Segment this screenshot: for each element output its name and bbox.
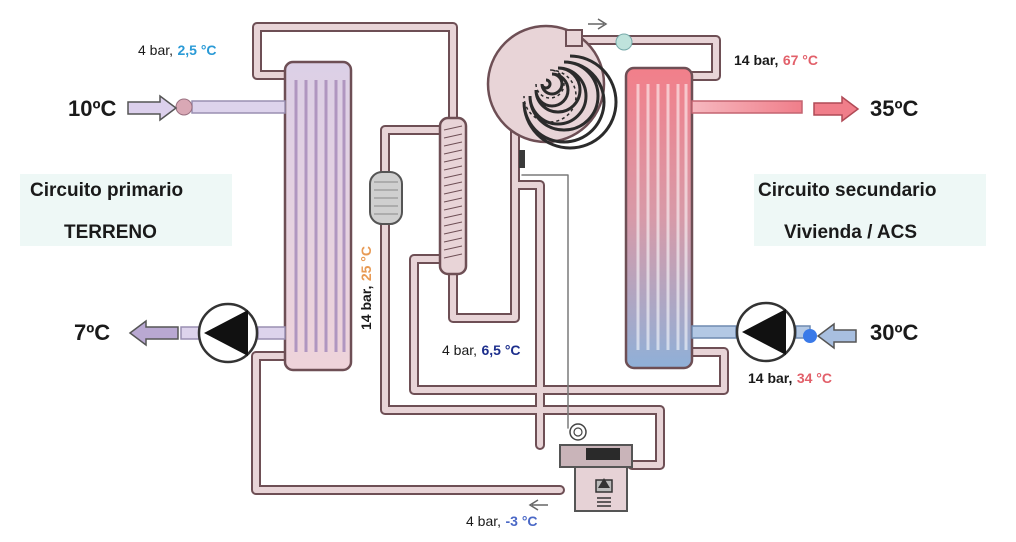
filter-drier bbox=[369, 171, 403, 225]
state-evap-out: 4 bar, 2,5 °C bbox=[138, 42, 217, 60]
secondary-outlet-temp: 35ºC bbox=[870, 96, 919, 121]
arrow-hot-icon bbox=[813, 95, 860, 123]
arrow-discharge-icon bbox=[588, 18, 608, 30]
primary-circuit-title: Circuito primario bbox=[30, 180, 184, 201]
secondary-pump bbox=[735, 301, 797, 363]
primary-inlet-temp: 10ºC bbox=[68, 96, 117, 121]
refrigerant-pipes bbox=[251, 22, 729, 495]
secondary-inlet-temp: 30ºC bbox=[870, 320, 919, 345]
primary-pump bbox=[197, 302, 259, 364]
state-liquid: 14 bar, 25 °C bbox=[358, 246, 376, 330]
condenser bbox=[624, 66, 694, 370]
state-suction: 4 bar, 6,5 °C bbox=[442, 342, 521, 360]
secondary-circuit-pipes bbox=[691, 100, 817, 343]
internal-heat-exchanger bbox=[438, 116, 468, 276]
arrow-return-icon bbox=[816, 322, 857, 350]
capillary-line bbox=[521, 174, 569, 429]
scroll-compressor bbox=[486, 24, 618, 168]
state-cond-out: 14 bar, 34 °C bbox=[748, 370, 832, 388]
primary-title-panel bbox=[20, 174, 232, 246]
temp-label: -3 °C bbox=[505, 513, 538, 529]
pressure-label: 4 bar, bbox=[442, 342, 478, 358]
flow-arrows bbox=[127, 18, 860, 511]
temp-label: 25 °C bbox=[358, 246, 374, 282]
secondary-circuit-title: Circuito secundario bbox=[758, 180, 937, 201]
pressure-label: 14 bar, bbox=[748, 370, 793, 386]
temp-label: 67 °C bbox=[782, 52, 818, 68]
discharge-sensor bbox=[615, 33, 633, 51]
secondary-title-panel bbox=[754, 174, 986, 246]
pressure-label: 14 bar, bbox=[358, 285, 374, 330]
primary-outlet-temp: 7ºC bbox=[74, 320, 111, 345]
temp-label: 34 °C bbox=[796, 370, 832, 386]
arrow-out-icon bbox=[128, 319, 179, 347]
temp-label: 6,5 °C bbox=[481, 342, 521, 358]
state-discharge: 14 bar, 67 °C bbox=[734, 52, 818, 70]
evaporator bbox=[283, 60, 353, 372]
arrow-in-icon bbox=[127, 94, 178, 122]
pressure-label: 4 bar, bbox=[138, 42, 174, 58]
secondary-circuit-subtitle: Vivienda / ACS bbox=[784, 222, 918, 243]
state-exp-out: 4 bar, -3 °C bbox=[466, 513, 538, 531]
primary-circuit-subtitle: TERRENO bbox=[64, 222, 157, 243]
pipe-exp-to-evap bbox=[251, 351, 565, 495]
pressure-label: 14 bar, bbox=[734, 52, 779, 68]
temp-label: 2,5 °C bbox=[177, 42, 217, 58]
arrow-exp-icon bbox=[528, 499, 548, 511]
expansion-valve bbox=[559, 423, 633, 512]
pressure-label: 4 bar, bbox=[466, 513, 502, 529]
